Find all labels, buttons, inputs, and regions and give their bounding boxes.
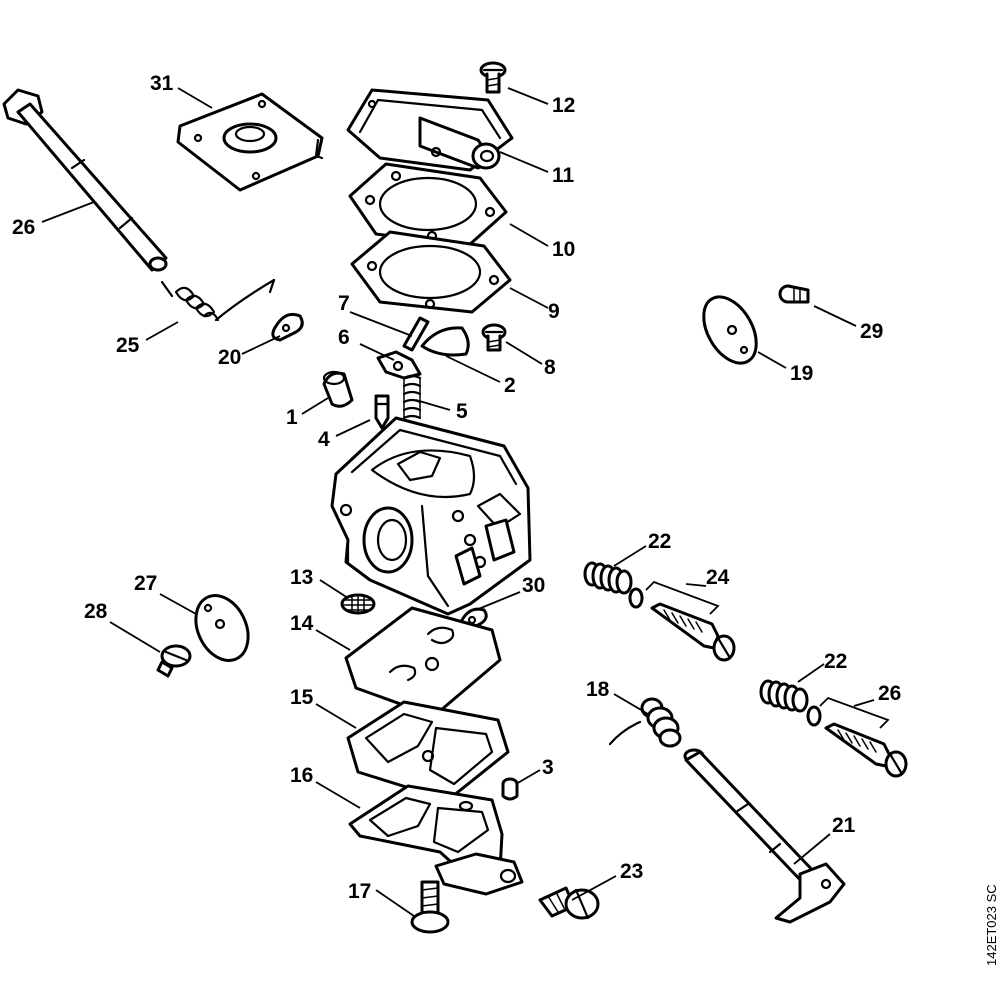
callout-13: 13 (290, 566, 313, 589)
callout-labels: 31 12 11 10 9 7 6 8 2 5 1 4 26 25 20 29 … (12, 72, 901, 903)
callout-24: 24 (706, 566, 730, 589)
part-8-screw (481, 323, 507, 352)
callout-17: 17 (348, 880, 371, 903)
part-19-choke-shaft (683, 748, 846, 924)
callout-9: 9 (548, 300, 560, 323)
part-28-choke-valve (194, 594, 250, 662)
part-20-throttle-valve (702, 295, 758, 365)
callout-15: 15 (290, 686, 314, 709)
callout-16: 16 (290, 764, 313, 787)
callout-28: 27 (134, 572, 157, 595)
callout-11: 11 (552, 164, 575, 187)
callout-31: 28 (84, 600, 108, 623)
callout-1: 1 (286, 406, 298, 429)
part-32-pump-cover (176, 92, 324, 192)
callout-6: 6 (338, 326, 350, 349)
part-1-plug (322, 370, 354, 408)
callout-20: 19 (790, 362, 813, 385)
callout-22-lower: 22 (824, 650, 847, 673)
part-4-inlet-needle (374, 394, 390, 430)
leader-lines (41, 87, 890, 917)
callout-8: 8 (544, 356, 556, 379)
callout-21: 20 (218, 346, 241, 369)
carburetor-body (330, 416, 532, 616)
part-15-gasket (346, 700, 510, 802)
part-16-end-cover (348, 784, 524, 896)
callout-18: 18 (586, 678, 610, 701)
part-31-screw (156, 644, 192, 678)
part-7-pin (402, 316, 430, 352)
part-2-inlet-needle-valve (420, 326, 470, 357)
part-11-carburetor-cover (346, 88, 514, 172)
part-17-screw (410, 880, 450, 934)
callout-5: 5 (456, 400, 468, 423)
part-29-screw (778, 284, 810, 304)
callout-4: 4 (318, 428, 330, 451)
callout-12: 12 (552, 94, 575, 117)
callout-30: 30 (522, 574, 545, 597)
part-13-strainer (340, 593, 376, 615)
callout-23: 23 (620, 860, 643, 883)
drawing-code: 142ET023 SC (984, 884, 999, 966)
part-6-inlet-control-lever (376, 350, 422, 380)
part-9-gasket (350, 230, 512, 314)
part-26-torsion-spring (160, 278, 276, 322)
part-10-pump-diaphragm (348, 162, 508, 248)
part-25-high-speed-screw (806, 705, 908, 778)
part-21-circlip (271, 312, 304, 342)
callout-14: 14 (290, 612, 314, 635)
part-18-torsion-spring (608, 697, 682, 748)
callout-26: 25 (116, 334, 140, 357)
callout-7: 7 (338, 292, 350, 315)
callout-10: 10 (552, 238, 575, 261)
part-23-idle-speed-screw (538, 886, 600, 920)
callout-32: 31 (150, 72, 174, 95)
callout-27: 26 (12, 216, 35, 239)
part-24-low-speed-screw (628, 587, 736, 662)
part-12-screw (479, 61, 507, 94)
part-14-metering-diaphragm (344, 606, 502, 718)
part-22-spring-upper (583, 561, 633, 595)
part-27-throttle-shaft (2, 88, 168, 272)
callout-25: 26 (878, 682, 901, 705)
part-5-spring (402, 374, 422, 420)
callout-19: 21 (832, 814, 856, 837)
callout-22-upper: 22 (648, 530, 671, 553)
callout-2: 2 (504, 374, 516, 397)
part-22-spring-lower (759, 679, 809, 713)
part-3-check-valve (501, 777, 519, 801)
callout-29: 29 (860, 320, 883, 343)
callout-3: 3 (542, 756, 554, 779)
